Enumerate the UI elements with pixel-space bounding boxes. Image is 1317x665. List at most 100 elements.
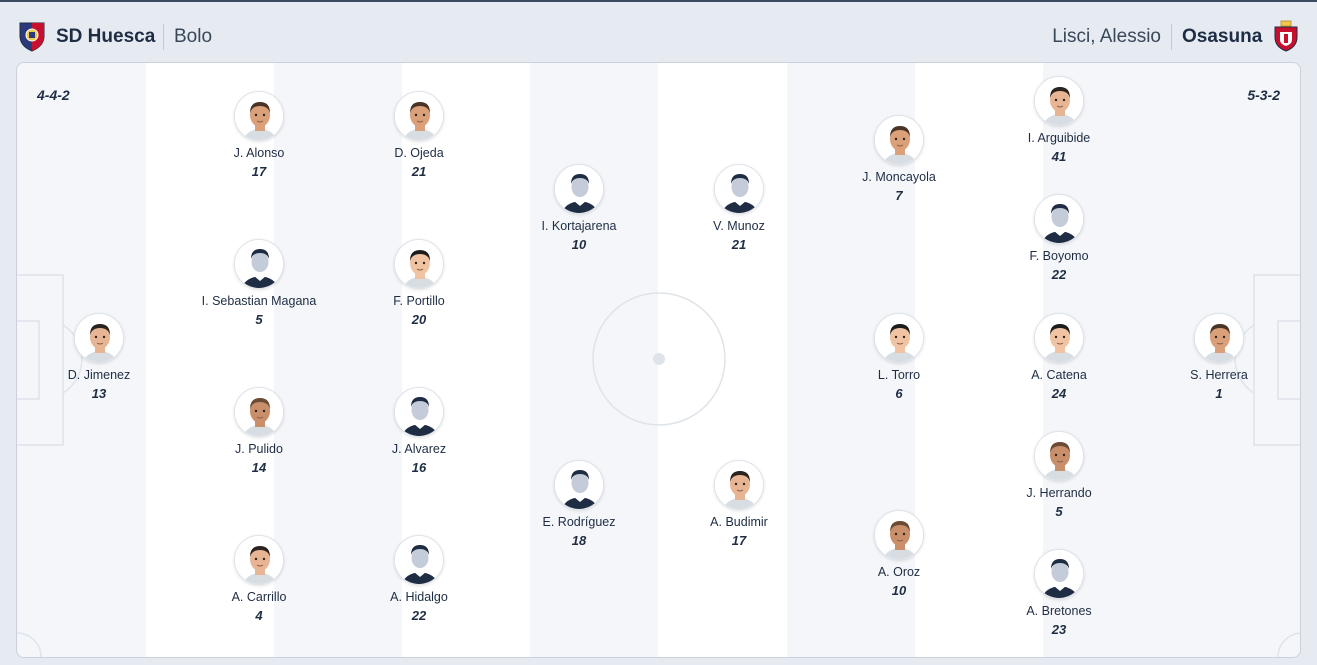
player-number: 17 (731, 533, 747, 548)
player-number: 24 (1051, 386, 1067, 401)
player-card[interactable]: J. Alvarez 16 (339, 387, 499, 475)
player-name: S. Herrera (1190, 368, 1248, 382)
player-placeholder-icon (394, 387, 444, 437)
player-card[interactable]: A. Carrillo 4 (179, 535, 339, 623)
home-team-name[interactable]: SD Huesca (56, 26, 156, 47)
player-name: A. Budimir (710, 515, 768, 529)
player-card[interactable]: V. Munoz 21 (659, 164, 819, 252)
player-placeholder-icon (234, 239, 284, 289)
player-card[interactable]: I. Kortajarena 10 (499, 164, 659, 252)
player-number: 21 (411, 164, 427, 179)
player-name: J. Alonso (233, 146, 285, 160)
player-number: 16 (411, 460, 427, 475)
player-name: J. Moncayola (862, 170, 936, 184)
player-name: J. Alvarez (391, 442, 447, 456)
away-coach-name: Lisci, Alessio (1052, 26, 1161, 47)
huesca-crest-icon (19, 22, 45, 52)
player-photo (234, 91, 284, 141)
away-team-name[interactable]: Osasuna (1182, 26, 1263, 47)
player-photo (1034, 313, 1084, 363)
player-number: 4 (255, 608, 263, 623)
player-number: 21 (731, 237, 747, 252)
home-formation: 4-4-2 (37, 87, 70, 103)
player-card[interactable]: I. Arguibide 41 (979, 76, 1139, 164)
player-card[interactable]: A. Hidalgo 22 (339, 535, 499, 623)
player-name: A. Hidalgo (390, 590, 448, 604)
player-number: 22 (411, 608, 427, 623)
player-photo (234, 535, 284, 585)
player-card[interactable]: S. Herrera 1 (1139, 313, 1299, 401)
player-card[interactable]: L. Torro 6 (819, 313, 979, 401)
player-card[interactable]: J. Herrando 5 (979, 431, 1139, 519)
player-name: A. Carrillo (231, 590, 287, 604)
player-name: A. Catena (1031, 368, 1087, 382)
player-placeholder-icon (554, 164, 604, 214)
player-name: F. Portillo (393, 294, 445, 308)
player-name: F. Boyomo (1029, 249, 1089, 263)
pitch-markings (17, 274, 1300, 657)
osasuna-crest-icon (1274, 20, 1298, 52)
player-card[interactable]: F. Boyomo 22 (979, 194, 1139, 282)
player-number: 22 (1051, 267, 1067, 282)
player-name: A. Oroz (877, 565, 921, 579)
player-card[interactable]: D. Ojeda 21 (339, 91, 499, 179)
player-name: A. Bretones (1026, 604, 1092, 618)
player-number: 13 (91, 386, 107, 401)
player-card[interactable]: J. Alonso 17 (179, 91, 339, 179)
player-number: 7 (895, 188, 903, 203)
player-number: 6 (895, 386, 903, 401)
top-border (0, 0, 1317, 2)
player-card[interactable]: A. Budimir 17 (659, 460, 819, 548)
player-number: 20 (411, 312, 427, 327)
player-number: 1 (1215, 386, 1223, 401)
player-number: 23 (1051, 622, 1067, 637)
player-card[interactable]: A. Bretones 23 (979, 549, 1139, 637)
player-photo (1034, 76, 1084, 126)
player-card[interactable]: E. Rodríguez 18 (499, 460, 659, 548)
player-photo (1194, 313, 1244, 363)
player-number: 5 (255, 312, 263, 327)
player-placeholder-icon (554, 460, 604, 510)
player-photo (714, 460, 764, 510)
player-name: J. Pulido (235, 442, 283, 456)
player-card[interactable]: J. Moncayola 7 (819, 115, 979, 203)
player-number: 17 (251, 164, 267, 179)
home-header-divider (163, 24, 164, 50)
home-coach-name: Bolo (174, 26, 213, 47)
player-name: I. Arguibide (1027, 131, 1091, 145)
player-name: J. Herrando (1026, 486, 1092, 500)
player-name: V. Munoz (713, 219, 765, 233)
player-card[interactable]: A. Oroz 10 (819, 510, 979, 598)
player-name: L. Torro (877, 368, 921, 382)
away-formation: 5-3-2 (1247, 87, 1280, 103)
player-photo (874, 313, 924, 363)
player-number: 10 (571, 237, 587, 252)
player-card[interactable]: A. Catena 24 (979, 313, 1139, 401)
player-name: E. Rodríguez (542, 515, 616, 529)
player-card[interactable]: I. Sebastian Magana 5 (179, 239, 339, 327)
player-name: I. Kortajarena (541, 219, 617, 233)
player-number: 14 (251, 460, 267, 475)
player-name: I. Sebastian Magana (201, 294, 317, 308)
player-number: 41 (1051, 149, 1067, 164)
player-card[interactable]: J. Pulido 14 (179, 387, 339, 475)
player-photo (394, 91, 444, 141)
player-placeholder-icon (714, 164, 764, 214)
player-number: 10 (891, 583, 907, 598)
player-placeholder-icon (1034, 194, 1084, 244)
pitch-stripe (915, 63, 1043, 657)
player-photo (874, 510, 924, 560)
player-photo (874, 115, 924, 165)
player-photo (394, 239, 444, 289)
player-number: 5 (1055, 504, 1063, 519)
player-name: D. Ojeda (394, 146, 444, 160)
player-photo (234, 387, 284, 437)
player-placeholder-icon (394, 535, 444, 585)
lineup-header: SD Huesca Bolo Lisci, Alessio Osasuna (0, 2, 1317, 60)
away-header-divider (1171, 24, 1172, 50)
pitch-stripe (658, 63, 787, 657)
player-card[interactable]: F. Portillo 20 (339, 239, 499, 327)
player-number: 18 (571, 533, 587, 548)
